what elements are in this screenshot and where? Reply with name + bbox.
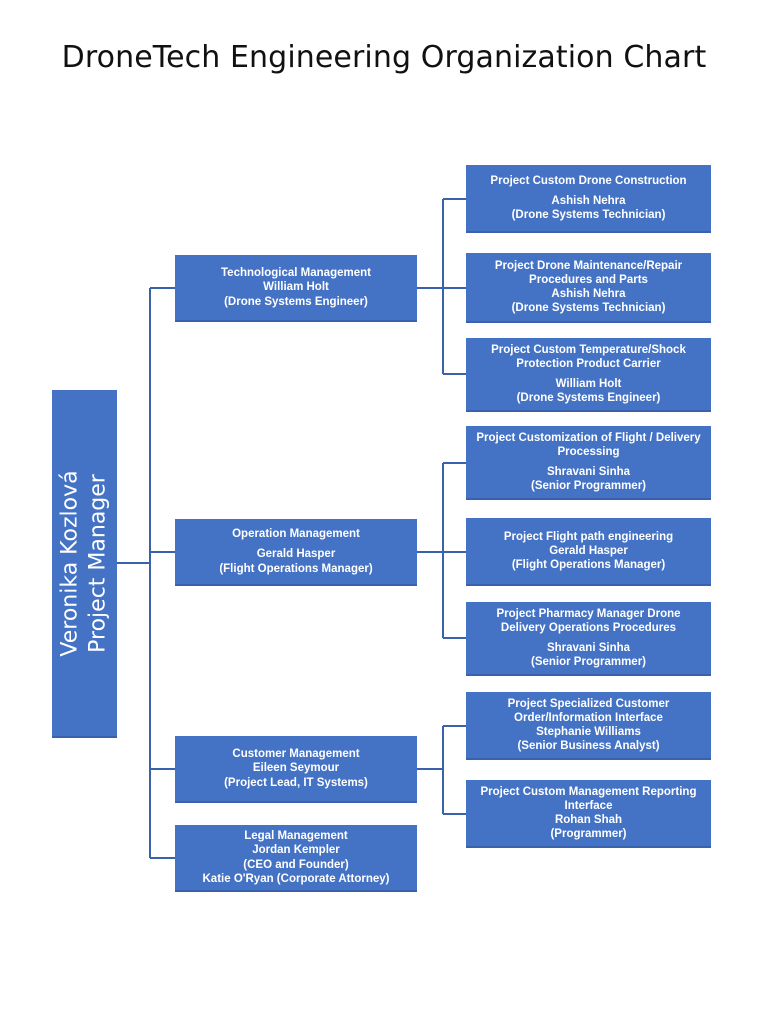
root-node-text: Veronika Kozlová Project Manager xyxy=(57,470,112,656)
project-person-name: Ashish Nehra xyxy=(551,194,626,207)
project-person-role: (Senior Programmer) xyxy=(530,480,647,493)
manager-role: (Project Lead, IT Systems) xyxy=(224,776,368,789)
project-title-line-2: Protection Product Carrier xyxy=(516,357,661,370)
manager-name: Jordan Kempler xyxy=(252,844,340,857)
project-person-name: William Holt xyxy=(555,378,622,390)
node-manager-customer-management[interactable]: Customer Management Eileen Seymour (Proj… xyxy=(175,736,417,803)
project-title-line-2: Interface xyxy=(564,799,613,812)
project-title-line-1: Project Custom Drone Construction xyxy=(490,174,687,187)
node-project-specialized-customer-order-interface[interactable]: Project Specialized Customer Order/Infor… xyxy=(466,692,711,760)
manager-department: Legal Management xyxy=(244,830,348,843)
project-person-name: Ashish Nehra xyxy=(551,288,626,300)
node-manager-technological-management[interactable]: Technological Management William Holt (D… xyxy=(175,255,417,322)
project-title-line-1: Project Drone Maintenance/Repair xyxy=(494,259,683,272)
project-person-name: Gerald Hasper xyxy=(549,544,628,557)
project-person-role: (Drone Systems Technician) xyxy=(511,209,666,221)
manager-department: Technological Management xyxy=(221,267,371,280)
node-project-customization-flight-delivery-processing[interactable]: Project Customization of Flight / Delive… xyxy=(466,426,711,500)
node-project-custom-drone-construction[interactable]: Project Custom Drone Construction Ashish… xyxy=(466,165,711,233)
project-title-line-1: Project Specialized Customer xyxy=(507,697,670,710)
node-manager-legal-management[interactable]: Legal Management Jordan Kempler (CEO and… xyxy=(175,825,417,892)
manager-role: (CEO and Founder) xyxy=(243,858,349,871)
project-title-line-2: Procedures and Parts xyxy=(529,273,648,286)
node-project-drone-maintenance-repair[interactable]: Project Drone Maintenance/Repair Procedu… xyxy=(466,253,711,323)
node-manager-operation-management[interactable]: Operation Management Gerald Hasper (Flig… xyxy=(175,519,417,586)
project-title-line-1: Project Custom Temperature/Shock xyxy=(491,343,686,356)
project-person-role: (Drone Systems Engineer) xyxy=(516,392,661,405)
manager-name: Gerald Hasper xyxy=(256,548,336,561)
project-person-role: (Senior Programmer) xyxy=(530,656,647,669)
node-root-project-manager[interactable]: Veronika Kozlová Project Manager xyxy=(52,390,117,738)
project-person-role: (Senior Business Analyst) xyxy=(517,740,660,753)
project-person-role: (Programmer) xyxy=(550,828,627,841)
project-person-name: Rohan Shah xyxy=(554,814,623,826)
manager-extra: Katie O'Ryan (Corporate Attorney) xyxy=(202,872,390,885)
root-role: Project Manager xyxy=(85,473,111,653)
project-title-line-1: Project Pharmacy Manager Drone xyxy=(496,607,681,620)
node-project-flight-path-engineering[interactable]: Project Flight path engineering Gerald H… xyxy=(466,518,711,586)
node-project-custom-management-reporting-interface[interactable]: Project Custom Management Reporting Inte… xyxy=(466,780,711,848)
project-title-line-1: Project Flight path engineering xyxy=(503,530,674,543)
project-person-name: Shravani Sinha xyxy=(546,466,631,478)
node-project-custom-temperature-shock-protection[interactable]: Project Custom Temperature/Shock Protect… xyxy=(466,338,711,412)
manager-role: (Flight Operations Manager) xyxy=(219,562,373,575)
project-title-line-2: Order/Information Interface xyxy=(514,711,663,724)
project-title-line-2: Delivery Operations Procedures xyxy=(500,621,677,634)
manager-name: William Holt xyxy=(263,281,329,294)
manager-department: Customer Management xyxy=(232,748,360,761)
root-name: Veronika Kozlová xyxy=(58,469,84,657)
manager-department: Operation Management xyxy=(232,528,360,541)
manager-role: (Drone Systems Engineer) xyxy=(224,295,368,308)
project-person-role: (Drone Systems Technician) xyxy=(511,302,666,315)
project-title-line-1: Project Custom Management Reporting xyxy=(480,785,697,798)
project-title-line-2: Processing xyxy=(557,445,620,458)
node-project-pharmacy-manager-drone-delivery[interactable]: Project Pharmacy Manager Drone Delivery … xyxy=(466,602,711,676)
page-title: DroneTech Engineering Organization Chart xyxy=(61,40,707,75)
project-title-line-1: Project Customization of Flight / Delive… xyxy=(476,431,701,444)
project-person-name: Shravani Sinha xyxy=(546,642,631,654)
project-person-name: Stephanie Williams xyxy=(536,726,641,738)
manager-name: Eileen Seymour xyxy=(252,762,340,775)
project-person-role: (Flight Operations Manager) xyxy=(511,559,666,571)
